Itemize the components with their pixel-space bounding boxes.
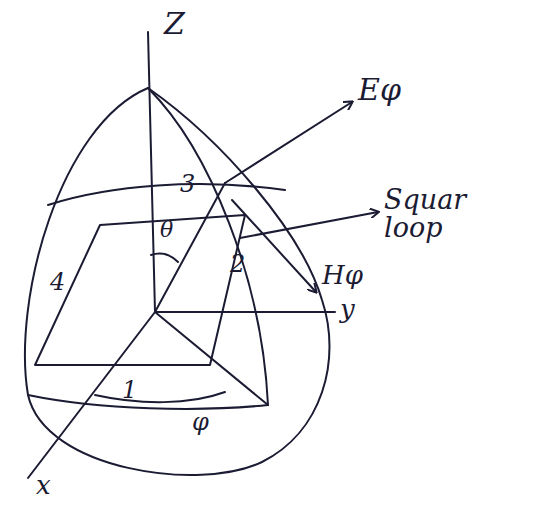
radial-phi bbox=[155, 312, 268, 405]
callout-number: 4 bbox=[50, 270, 65, 295]
latitude-arc bbox=[48, 184, 285, 205]
angle-label: φ bbox=[192, 410, 209, 435]
theta-arc bbox=[151, 254, 178, 262]
axis-label: Z bbox=[164, 8, 185, 40]
loop-pointer bbox=[240, 212, 378, 238]
callout-number: 1 bbox=[122, 378, 137, 403]
field-label: Eφ bbox=[358, 74, 401, 106]
angle-label: θ bbox=[160, 218, 173, 241]
part-name: Squar loop bbox=[384, 186, 494, 243]
axis-label: x bbox=[36, 472, 51, 499]
callout-number: 2 bbox=[230, 252, 245, 277]
axis-label: y bbox=[340, 296, 355, 323]
e-phi-arrow bbox=[225, 102, 352, 183]
square-loop bbox=[35, 215, 245, 365]
meridian-arc bbox=[148, 88, 268, 405]
h-phi-arrow bbox=[232, 200, 316, 292]
equator-arc bbox=[28, 395, 268, 409]
radial-theta bbox=[155, 183, 225, 312]
field-label: Hφ bbox=[322, 262, 363, 289]
callout-number: 3 bbox=[180, 172, 195, 197]
y-axis bbox=[155, 311, 335, 313]
z-axis bbox=[148, 32, 155, 312]
arc-1 bbox=[95, 392, 225, 402]
